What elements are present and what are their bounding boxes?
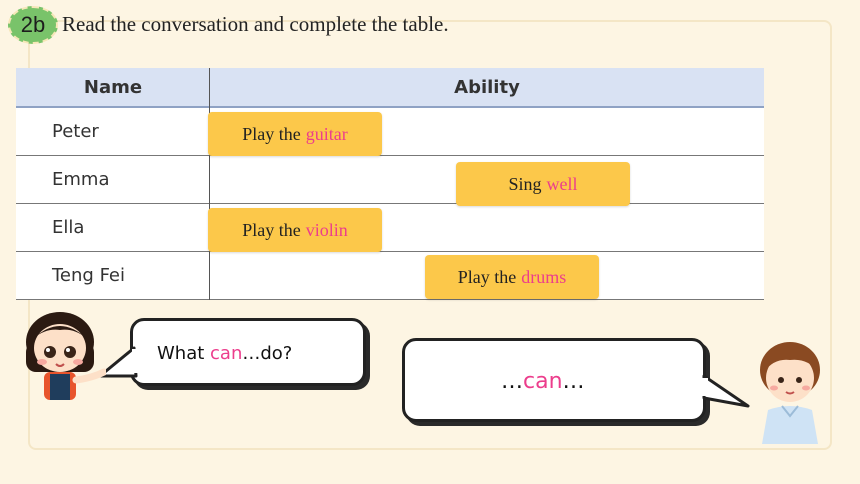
header-ability: Ability <box>454 77 520 98</box>
answer-highlight: guitar <box>305 123 348 144</box>
table-row: Emma <box>16 156 764 204</box>
answer-prefix: Play the <box>457 266 517 287</box>
header-name: Name <box>83 77 143 98</box>
girl-character-icon <box>26 312 106 400</box>
speech-bubble-question: What can…do? <box>130 318 366 386</box>
speech-bubble-tail-left <box>98 346 138 378</box>
boy-character-icon <box>760 342 820 444</box>
answer-before: … <box>501 369 523 394</box>
row-name-teng-fei: Teng Fei <box>52 265 126 286</box>
question-text: What can…do? <box>157 343 292 364</box>
question-before: What <box>157 343 211 364</box>
row-name-emma: Emma <box>52 169 110 190</box>
speech-bubble-answer: …can… <box>402 338 706 422</box>
question-after: …do? <box>242 343 293 364</box>
table-row: Peter <box>16 108 764 156</box>
speech-bubble-tail-right <box>700 374 750 408</box>
answer-prefix: Sing <box>508 173 542 194</box>
answer-highlight: well <box>546 173 578 194</box>
ability-table: Name Ability Peter Emma Ella Teng Fei <box>16 68 764 300</box>
instruction-text: Read the conversation and complete the t… <box>62 12 449 36</box>
question-highlight: can <box>210 343 243 364</box>
answer-highlight: drums <box>521 266 567 287</box>
table-header: Name Ability <box>16 68 764 108</box>
row-name-peter: Peter <box>52 121 99 142</box>
row-name-ella: Ella <box>52 217 85 238</box>
answer-prefix: Play the <box>242 219 301 240</box>
exercise-badge: 2b <box>8 6 58 44</box>
exercise-badge-label: 2b <box>20 12 46 37</box>
table-row: Ella <box>16 204 764 252</box>
answer-highlight: violin <box>305 219 348 240</box>
answer-text: …can… <box>501 369 585 394</box>
answer-prefix: Play the <box>242 123 301 144</box>
answer-after: … <box>562 369 585 394</box>
table-row: Teng Fei <box>16 252 764 300</box>
answer-highlight-word: can <box>523 369 563 394</box>
column-separator <box>209 68 210 300</box>
